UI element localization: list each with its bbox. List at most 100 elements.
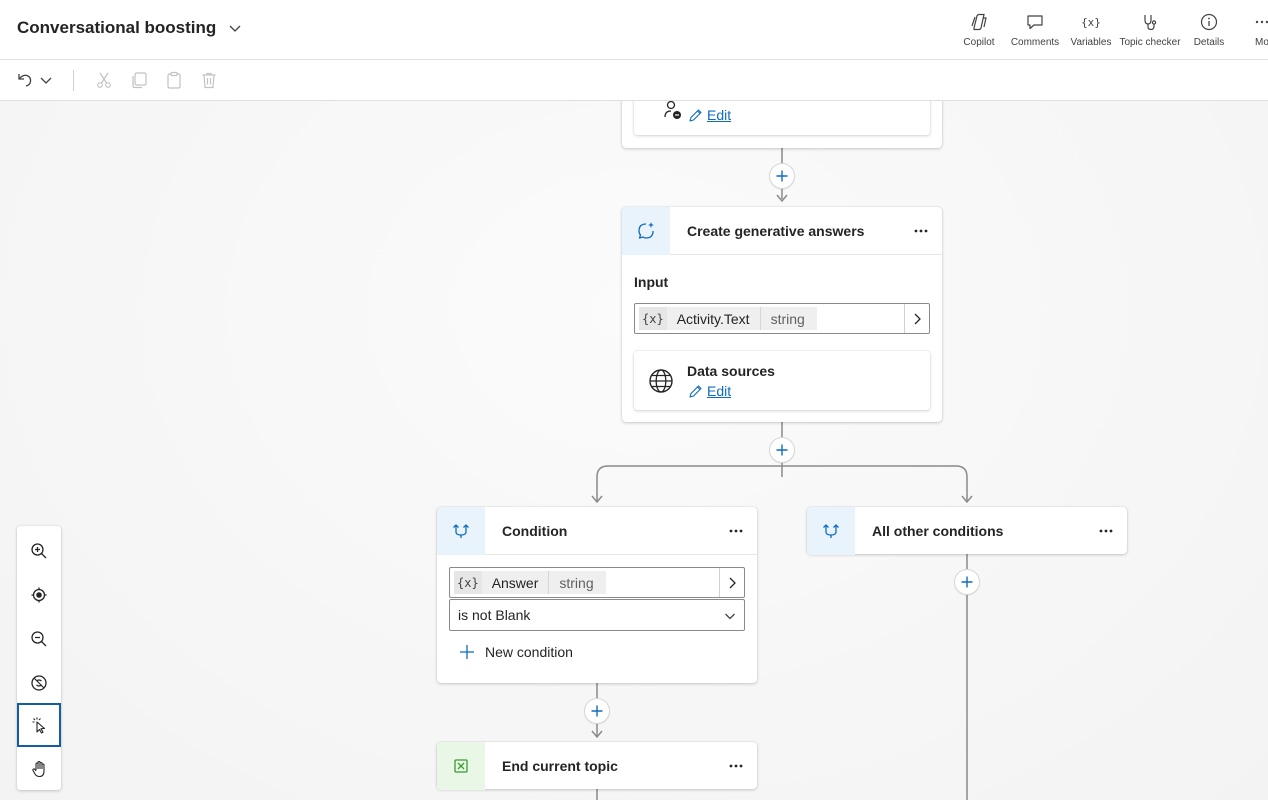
- chevron-right-icon[interactable]: [719, 568, 744, 597]
- condition-node[interactable]: Condition {x} Answer string is not Blank…: [437, 506, 757, 683]
- operator-dropdown[interactable]: is not Blank: [449, 599, 745, 631]
- minimap-icon: [31, 675, 47, 691]
- topic-checker-label: Topic checker: [1119, 37, 1181, 48]
- plus-icon: [776, 444, 788, 456]
- pan-mode-button[interactable]: [17, 747, 61, 791]
- node-more-button[interactable]: [725, 755, 747, 777]
- node-more-button[interactable]: [725, 520, 747, 542]
- operator-value: is not Blank: [458, 607, 531, 623]
- chevron-down-icon: [725, 613, 735, 620]
- comment-icon: [1027, 15, 1043, 30]
- copilot-label: Copilot: [963, 37, 995, 48]
- variables-label: Variables: [1070, 37, 1112, 48]
- chevron-right-icon[interactable]: [904, 304, 929, 333]
- zoom-in-button[interactable]: [17, 529, 61, 573]
- authoring-canvas[interactable]: Edit Create generative answers Input {x}…: [0, 101, 1268, 800]
- plus-icon: [591, 705, 603, 717]
- variable-type: string: [548, 571, 606, 594]
- variable-name: Answer: [481, 571, 549, 594]
- more-button[interactable]: Mo: [1232, 12, 1268, 48]
- select-mode-button[interactable]: [17, 703, 61, 747]
- variable-type: string: [759, 307, 817, 330]
- data-sources-card: Data sources Edit: [634, 351, 930, 410]
- add-node-button[interactable]: [770, 164, 794, 188]
- node-icon-container: [622, 206, 670, 255]
- variable-name: Activity.Text: [666, 307, 760, 330]
- node-card: Edit: [634, 101, 930, 135]
- variable-symbol: {x}: [454, 571, 482, 594]
- pan-icon: [32, 760, 45, 778]
- undo-icon[interactable]: [15, 70, 35, 90]
- all-other-conditions-node[interactable]: All other conditions: [807, 507, 1127, 555]
- chevron-down-icon[interactable]: [38, 70, 54, 90]
- add-node-button[interactable]: [770, 438, 794, 462]
- input-label: Input: [634, 274, 669, 290]
- add-node-button[interactable]: [955, 570, 979, 594]
- node-title: Condition: [502, 522, 568, 539]
- new-condition-label: New condition: [485, 644, 573, 660]
- node-header: Condition: [437, 506, 757, 555]
- more-icon: [1099, 529, 1113, 533]
- comments-label: Comments: [1010, 37, 1060, 48]
- chevron-down-icon: [229, 25, 241, 32]
- recenter-icon: [31, 587, 47, 603]
- node-more-button[interactable]: [1095, 520, 1117, 542]
- branch-icon: [453, 523, 469, 538]
- new-condition-button[interactable]: New condition: [459, 644, 573, 660]
- delete-icon[interactable]: [199, 70, 219, 90]
- plus-icon: [961, 576, 973, 588]
- minimap-toggle-button[interactable]: [17, 661, 61, 705]
- zoom-out-icon: [31, 631, 47, 647]
- node-icon-container: [437, 506, 485, 555]
- globe-icon: [649, 369, 673, 393]
- details-button[interactable]: Details: [1179, 12, 1239, 48]
- variable-symbol: {x}: [639, 307, 667, 330]
- variables-button[interactable]: {x} Variables: [1061, 12, 1121, 48]
- header: Conversational boosting Copilot Comments…: [0, 0, 1268, 60]
- copilot-icon: [971, 13, 987, 31]
- plus-icon: [776, 170, 788, 182]
- info-icon: [1200, 13, 1218, 31]
- end-topic-node[interactable]: End current topic: [437, 742, 757, 790]
- edit-link[interactable]: Edit: [688, 107, 731, 123]
- node-header: All other conditions: [807, 507, 1127, 555]
- previous-node[interactable]: Edit: [622, 101, 942, 148]
- node-title: End current topic: [502, 758, 618, 774]
- node-icon-container: [437, 742, 485, 790]
- paste-icon[interactable]: [164, 70, 184, 90]
- more-icon: [1255, 20, 1268, 24]
- zoom-in-icon: [31, 543, 47, 559]
- topic-checker-button[interactable]: Topic checker: [1119, 12, 1181, 48]
- node-header: End current topic: [437, 742, 757, 790]
- plus-icon: [460, 645, 474, 659]
- generative-answers-node[interactable]: Create generative answers Input {x} Acti…: [622, 206, 942, 422]
- connector-lines: [591, 148, 973, 800]
- cut-icon[interactable]: [94, 70, 114, 90]
- edit-label: Edit: [707, 383, 732, 399]
- edit-label: Edit: [707, 107, 732, 123]
- condition-variable-field[interactable]: {x} Answer string: [449, 567, 745, 598]
- comments-button[interactable]: Comments: [1005, 12, 1065, 48]
- stethoscope-icon: [1144, 15, 1157, 31]
- recenter-button[interactable]: [17, 573, 61, 617]
- data-sources-title: Data sources: [687, 363, 775, 379]
- pencil-icon: [689, 108, 702, 122]
- zoom-out-button[interactable]: [17, 617, 61, 661]
- generative-answers-icon: [638, 221, 654, 239]
- node-title: Create generative answers: [687, 222, 865, 239]
- data-sources-edit-link[interactable]: Edit: [688, 383, 731, 399]
- node-title: All other conditions: [872, 523, 1004, 539]
- toolbar-divider: [73, 70, 74, 91]
- node-more-button[interactable]: [910, 220, 932, 242]
- input-variable-field[interactable]: {x} Activity.Text string: [634, 303, 930, 334]
- zoom-controls: [17, 526, 61, 790]
- add-node-button[interactable]: [585, 699, 609, 723]
- copy-icon[interactable]: [129, 70, 149, 90]
- copilot-button[interactable]: Copilot: [949, 12, 1009, 48]
- svg-text:{x}: {x}: [1081, 16, 1101, 29]
- variable-icon: {x}: [1081, 16, 1101, 29]
- branch-icon: [823, 524, 839, 538]
- topic-title-dropdown[interactable]: Conversational boosting: [17, 18, 242, 38]
- pencil-icon: [689, 384, 702, 398]
- toolbar: [0, 60, 1268, 101]
